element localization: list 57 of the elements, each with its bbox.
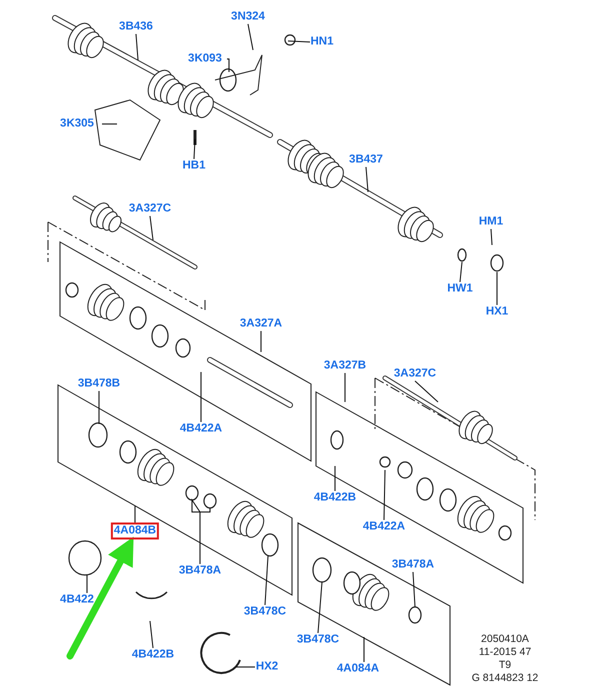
callout-number: 3K093	[187, 52, 223, 66]
callout-number: HX1	[484, 306, 510, 318]
drawing-reference-note: 2050410A	[480, 633, 530, 646]
callout-number: 4B422B	[312, 492, 358, 504]
leader-line	[194, 138, 196, 160]
leader-line	[86, 574, 88, 594]
leader-line	[366, 166, 368, 192]
callout-number: 3B478C	[296, 634, 340, 646]
callout-number: 4B422	[59, 594, 95, 606]
leader-line	[136, 34, 138, 60]
leader-line	[260, 330, 262, 352]
callout-number: 3A327A	[238, 318, 284, 330]
callout-number: 4B422B	[130, 648, 176, 662]
callout-number: 3B478B	[76, 378, 122, 390]
callout-number: 3B436	[118, 20, 154, 34]
leader-line	[414, 380, 438, 402]
callout-number: 4B422A	[178, 422, 224, 436]
highlighted-callout-number: 4A084B	[112, 524, 158, 538]
leader-line	[334, 466, 336, 492]
leader-line	[200, 372, 202, 422]
leader-line	[236, 666, 256, 668]
leader-line	[150, 216, 154, 240]
callout-number: 3B478A	[178, 564, 222, 578]
callout-number: 3B437	[348, 154, 384, 166]
leader-line	[150, 620, 154, 648]
callout-number: 3B478C	[242, 606, 288, 618]
callout-number: HB1	[182, 160, 206, 172]
leader-line	[98, 390, 100, 424]
leader-line	[460, 262, 462, 282]
leader-line	[226, 58, 230, 72]
callout-number: 3N324	[230, 10, 266, 24]
callout-number: 3B478A	[390, 558, 436, 572]
leader-line	[264, 556, 268, 606]
callout-number: HN1	[310, 36, 334, 48]
callout-number: 3A327C	[128, 202, 172, 216]
callout-number: 3K305	[59, 118, 95, 130]
callout-number: 3A327B	[322, 360, 368, 372]
leader-line	[248, 24, 254, 50]
drawing-reference-note: T9	[498, 659, 512, 672]
callout-number: 4A084A	[336, 662, 380, 676]
callout-number: 4B422A	[362, 520, 406, 534]
callout-number: 3A327C	[392, 368, 438, 380]
callout-number: HX2	[254, 660, 280, 674]
leader-line	[384, 470, 386, 520]
callout-number: HM1	[478, 216, 504, 228]
drawing-reference-note: 11-2015 47	[478, 646, 532, 659]
leader-line	[134, 506, 136, 524]
leader-line	[288, 40, 310, 42]
leader-line	[412, 572, 416, 608]
leader-line	[344, 372, 346, 402]
drawing-reference-note: G 8144823 12	[470, 672, 540, 685]
leader-line	[318, 582, 322, 634]
leader-line	[192, 498, 210, 564]
callout-number: HW1	[446, 282, 474, 296]
leader-line	[496, 272, 498, 306]
pointer-arrow	[66, 536, 134, 660]
leader-line	[490, 228, 492, 246]
